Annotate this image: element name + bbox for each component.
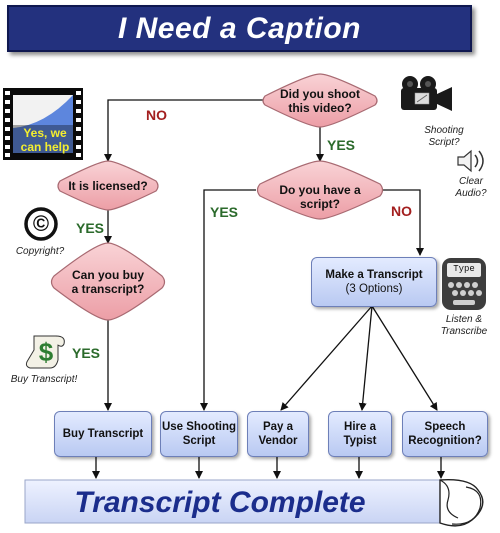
page-title: I Need a Caption	[117, 11, 362, 45]
copyright-symbol: ©	[32, 211, 50, 236]
type-key-label: Type	[453, 264, 475, 274]
buy-transcript-box: Buy Transcript	[54, 411, 152, 457]
decision-shoot-shape	[262, 73, 378, 128]
edge-script-yes	[200, 189, 256, 411]
label-script-no: NO	[391, 203, 412, 219]
title-banner: I Need a Caption	[7, 5, 472, 52]
edge-shoot-no	[104, 99, 263, 162]
use-shooting-script-box: Use Shooting Script	[160, 411, 238, 457]
decision-licensed-shape	[57, 160, 159, 211]
copyright-icon	[24, 207, 58, 241]
clear-audio-caption: Clear Audio?	[455, 176, 487, 199]
buy-transcript-label: Buy Transcript	[62, 428, 144, 440]
shooting-script-caption: Shooting Script?	[424, 125, 464, 148]
copyright-caption: Copyright?	[15, 246, 65, 257]
pay-vendor-box: Pay a Vendor	[247, 411, 309, 457]
end-banner-curl	[439, 479, 484, 527]
hire-typist-label: Hire a Typist	[343, 421, 377, 447]
use-shooting-script-label: Use Shooting Script	[161, 421, 237, 447]
edge-pay-vendor	[280, 305, 373, 411]
edge-hire-typist	[358, 305, 373, 411]
speech-recognition-box: Speech Recognition?	[402, 411, 488, 457]
make-transcript-label: Make a Transcript	[325, 269, 423, 281]
edge-script-no	[383, 189, 424, 256]
edge-speech	[371, 305, 438, 411]
decision-buy: Can you buy a transcript?	[71, 268, 145, 296]
decision-buy-shape	[50, 242, 166, 321]
typewriter-icon	[442, 258, 486, 310]
transcript-complete: Transcript Complete	[74, 486, 366, 519]
label-buy-yes: YES	[72, 345, 101, 361]
listen-caption: Listen & Transcribe	[440, 314, 488, 337]
speaker-icon	[457, 149, 484, 173]
label-shoot-yes: YES	[327, 137, 356, 153]
pay-vendor-label: Pay a Vendor	[258, 421, 298, 447]
label-script-yes: YES	[210, 204, 239, 220]
dollar-scroll-icon	[25, 335, 65, 369]
decision-licensed: It is licensed?	[68, 179, 148, 193]
video-icon	[3, 88, 83, 160]
decision-script-shape	[256, 160, 384, 220]
speech-recognition-label: Speech Recognition?	[408, 421, 482, 447]
decision-shoot: Did you shoot this video?	[280, 87, 360, 115]
buy-transcript-caption: Buy Transcript!	[10, 374, 78, 385]
label-licensed-yes: YES	[76, 220, 105, 236]
label-shoot-no: NO	[146, 107, 167, 123]
make-transcript-box: Make a Transcript (3 Options)	[311, 257, 437, 307]
make-transcript-options: (3 Options)	[345, 283, 403, 295]
decision-script: Do you have a script?	[279, 183, 361, 211]
video-icon-caption: Yes, we can help	[20, 126, 70, 154]
camera-icon	[401, 76, 452, 111]
dollar-symbol: $	[38, 337, 54, 367]
hire-typist-box: Hire a Typist	[328, 411, 392, 457]
